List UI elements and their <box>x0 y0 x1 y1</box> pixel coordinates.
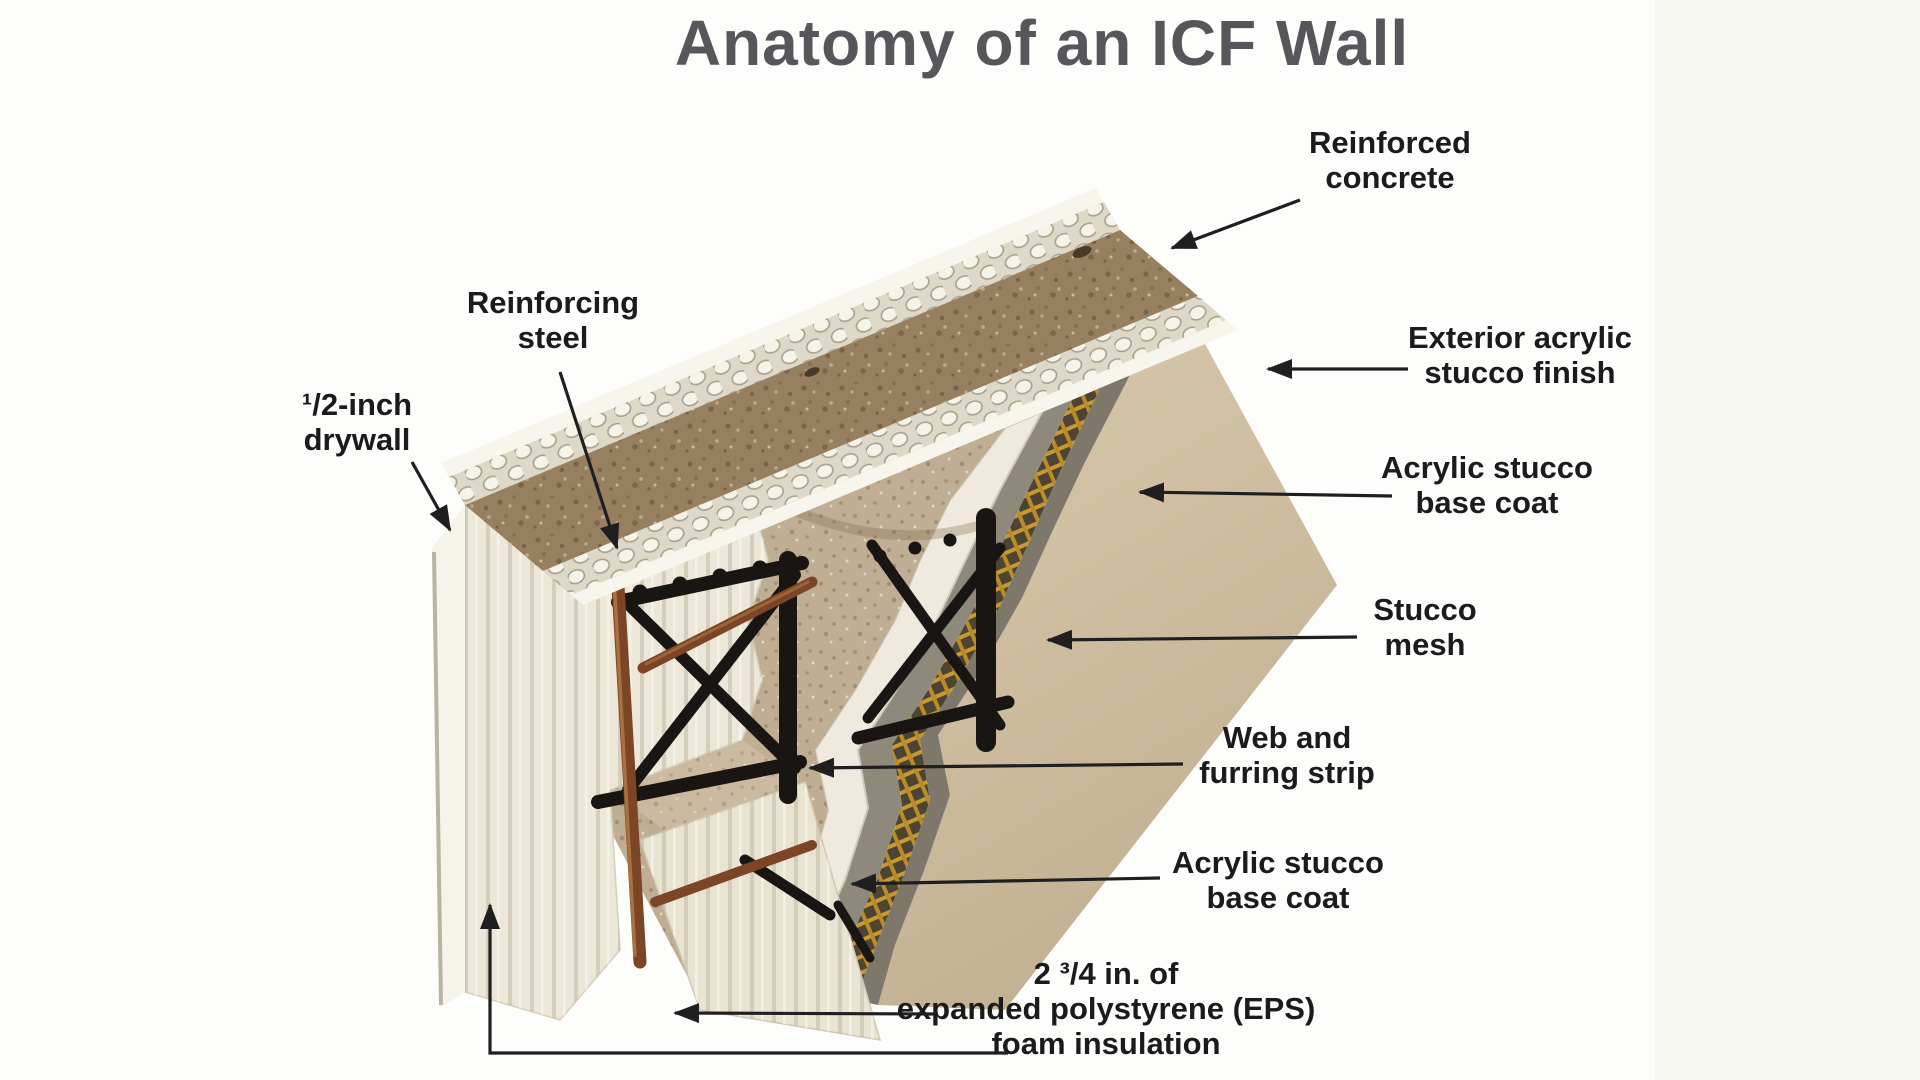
label-base-coat-upper: Acrylic stucco base coat <box>1381 450 1593 520</box>
leader-reinforced-concrete <box>1170 198 1301 250</box>
leader-base-coat-lower <box>850 873 1161 894</box>
icf-interlock-teeth <box>441 188 1238 605</box>
label-stucco-mesh: Stucco mesh <box>1373 592 1477 662</box>
label-reinforced-concrete: Reinforced concrete <box>1309 125 1471 195</box>
eps-foam-step <box>639 781 882 1041</box>
label-eps-foam: 2 ³/4 in. of expanded polystyrene (EPS) … <box>896 956 1316 1061</box>
background-tint <box>1655 0 1920 1080</box>
leader-eps-bottom <box>480 903 1008 1055</box>
leader-web-furring <box>808 757 1184 778</box>
leader-lines <box>410 198 1408 1055</box>
leader-reinforcing-steel <box>558 371 620 550</box>
stucco-base-coat-inner <box>790 400 1072 995</box>
stucco-base-coat-outer <box>855 375 1130 1005</box>
leader-drywall <box>410 461 452 532</box>
stucco-finish-face <box>878 344 1337 1010</box>
label-reinforcing-steel: Reinforcing steel <box>466 285 640 355</box>
concrete-top-surface <box>465 230 1198 571</box>
label-exterior-finish: Exterior acrylic stucco finish <box>1407 320 1633 390</box>
leader-stucco-mesh <box>1046 629 1358 650</box>
page-title: Anatomy of an ICF Wall <box>674 7 1410 79</box>
label-web-furring: Web and furring strip <box>1199 720 1375 790</box>
label-drywall: ¹/2-inch drywall <box>301 387 413 457</box>
label-base-coat-lower: Acrylic stucco base coat <box>1172 845 1384 915</box>
stucco-mesh-layer <box>825 388 1100 1000</box>
leader-base-coat-upper <box>1138 482 1393 503</box>
rebar <box>609 545 818 969</box>
drywall-panel <box>432 505 465 1008</box>
leader-eps-mid <box>673 1003 939 1024</box>
